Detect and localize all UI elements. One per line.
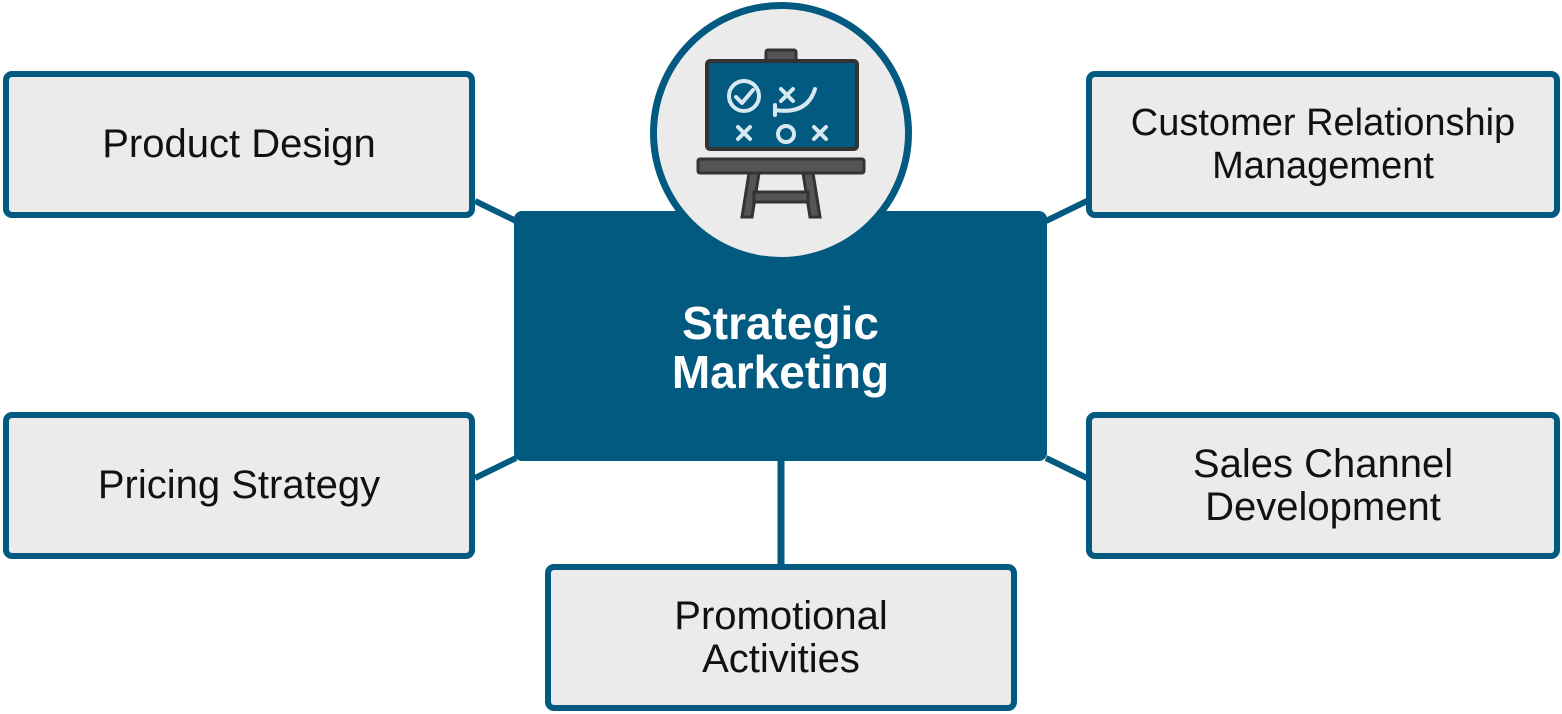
node-sales-channel-development: Sales Channel Development xyxy=(1086,412,1560,559)
connector-sales-channel xyxy=(1044,455,1089,481)
node-pricing-strategy-label: Pricing Strategy xyxy=(97,463,381,507)
node-promotional-label-line1: Promotional xyxy=(674,593,888,638)
node-promotional-activities: Promotional Activities xyxy=(545,564,1017,711)
node-pricing-strategy: Pricing Strategy xyxy=(3,412,475,559)
node-customer-relationship-label-line2: Management xyxy=(1212,144,1434,187)
strategy-board-icon xyxy=(696,48,866,219)
node-product-design: Product Design xyxy=(3,71,475,218)
node-customer-relationship-label-line1: Customer Relationship xyxy=(1130,101,1516,144)
connector-product-design xyxy=(473,198,518,224)
connector-pricing-strategy xyxy=(473,455,518,481)
node-promotional-label-line2: Activities xyxy=(702,636,860,681)
node-customer-relationship-management: Customer Relationship Management xyxy=(1086,71,1560,218)
central-node-title-line2: Marketing xyxy=(671,346,890,398)
strategy-board-icon-circle xyxy=(650,2,912,264)
node-sales-channel-label-line1: Sales Channel xyxy=(1192,441,1454,486)
node-sales-channel-label-line2: Development xyxy=(1205,484,1441,529)
node-product-design-label: Product Design xyxy=(102,122,376,166)
central-node-title-line1: Strategic xyxy=(682,297,879,349)
connector-customer-relationship xyxy=(1044,198,1089,224)
